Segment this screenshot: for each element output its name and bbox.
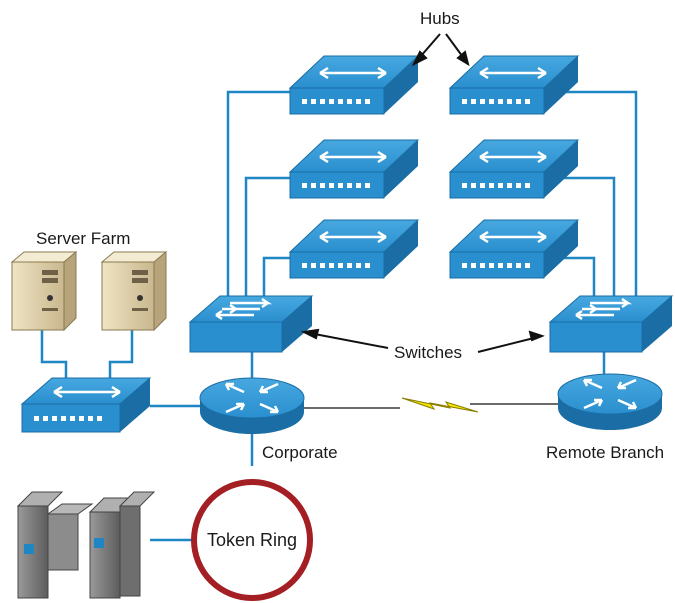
router-remote[interactable] bbox=[557, 373, 663, 430]
link-corp-switch-hub-1 bbox=[226, 90, 290, 322]
label-corporate: Corporate bbox=[262, 443, 338, 462]
hub-server-farm[interactable] bbox=[20, 377, 152, 433]
hub-left-2[interactable] bbox=[288, 139, 420, 199]
arrow-switches-left bbox=[303, 331, 389, 349]
label-remote-branch: Remote Branch bbox=[546, 443, 664, 462]
hub-left-1[interactable] bbox=[288, 55, 420, 115]
server-2[interactable] bbox=[100, 250, 168, 332]
hub-right-2[interactable] bbox=[448, 139, 580, 199]
label-switches: Switches bbox=[394, 343, 462, 362]
server-1[interactable] bbox=[10, 250, 78, 332]
token-ring[interactable] bbox=[191, 479, 313, 601]
link-server-1-hub bbox=[40, 330, 68, 384]
arrow-hubs-right-head bbox=[456, 50, 470, 67]
link-remote-switch-hub-2 bbox=[562, 176, 616, 322]
wan-lightning-icon bbox=[401, 397, 479, 413]
arrow-switches-left-head bbox=[300, 328, 320, 340]
arrow-switches-right-head bbox=[528, 330, 545, 342]
arrows bbox=[300, 33, 545, 353]
hub-group bbox=[20, 55, 580, 433]
label-hubs: Hubs bbox=[420, 9, 460, 28]
switch-corporate[interactable] bbox=[188, 295, 314, 353]
link-server-2-hub bbox=[108, 330, 134, 384]
label-server-farm: Server Farm bbox=[36, 229, 130, 248]
mainframe-icon[interactable] bbox=[16, 491, 156, 599]
router-corporate[interactable] bbox=[199, 377, 305, 434]
link-remote-switch-hub-1 bbox=[562, 90, 638, 322]
arrow-hubs-left-head bbox=[411, 50, 428, 67]
hub-right-1[interactable] bbox=[448, 55, 580, 115]
switch-remote[interactable] bbox=[548, 295, 674, 353]
link-corp-switch-hub-2 bbox=[244, 176, 290, 322]
label-token-ring: Token Ring bbox=[207, 530, 297, 550]
hub-left-3[interactable] bbox=[288, 219, 420, 279]
hub-right-3[interactable] bbox=[448, 219, 580, 279]
